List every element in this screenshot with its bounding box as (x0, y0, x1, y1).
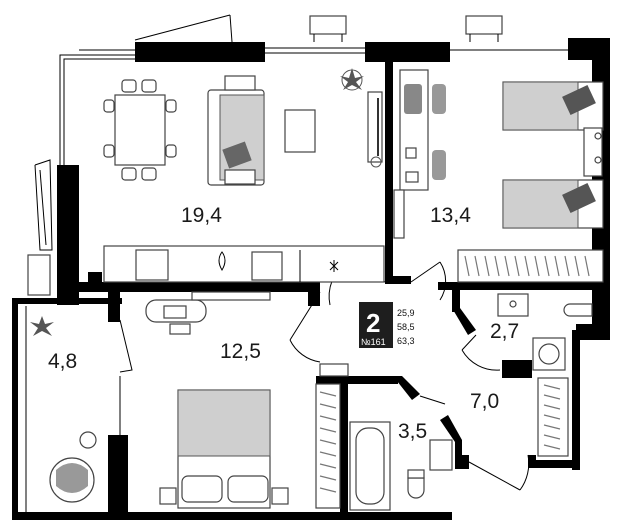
nightstand-bedroom-2 (271, 487, 289, 505)
badge-number: №161 (361, 337, 386, 347)
room-area-hallway: 7,0 (470, 390, 499, 413)
badge-area-total: 63,3 (397, 336, 415, 346)
shelf (191, 291, 271, 301)
desk (399, 69, 446, 191)
loggia-chair (49, 431, 97, 503)
room-area-bathroom: 3,5 (398, 420, 427, 443)
badge-rooms: 2 (366, 308, 380, 338)
bathtub (349, 421, 391, 511)
double-bed (177, 389, 271, 509)
plant-small-icon (370, 156, 382, 168)
nightstand-bedroom (159, 487, 177, 505)
bed-single-bottom (502, 179, 604, 229)
badge-area-living: 25,9 (397, 308, 415, 318)
loggia-plant-icon (30, 316, 54, 336)
wardrobe-right (457, 249, 604, 283)
room-area-bathroom-small: 2,7 (490, 320, 519, 343)
desk-bedroom (145, 299, 207, 335)
room-area-bedroom-main: 12,5 (220, 340, 261, 363)
doors (119, 261, 530, 491)
nightstand (583, 127, 603, 177)
kitchen-counter (103, 245, 385, 283)
coffee-table (284, 109, 316, 153)
badge-area-usable: 58,5 (397, 322, 415, 332)
sofa (207, 75, 265, 186)
shoe-rack (319, 363, 349, 377)
windows (79, 47, 365, 51)
bed-single-top (502, 81, 604, 131)
room-area-loggia: 4,8 (48, 350, 77, 373)
room-area-living: 19,4 (181, 204, 222, 227)
ac-units (309, 15, 503, 42)
bathroom-fixtures (407, 439, 453, 499)
bathroom-small-fixtures (497, 293, 593, 371)
balcony-left (27, 159, 53, 296)
dining-set (103, 79, 177, 181)
wardrobe-hall (537, 377, 569, 457)
wardrobe-hall-left (315, 383, 341, 509)
tv-console (367, 91, 383, 163)
plant-icon (340, 68, 364, 91)
room-area-bedroom-right: 13,4 (430, 204, 471, 227)
radiator-right (393, 189, 405, 239)
apartment-badge: 2 №161 25,9 58,5 63,3 (359, 302, 415, 348)
